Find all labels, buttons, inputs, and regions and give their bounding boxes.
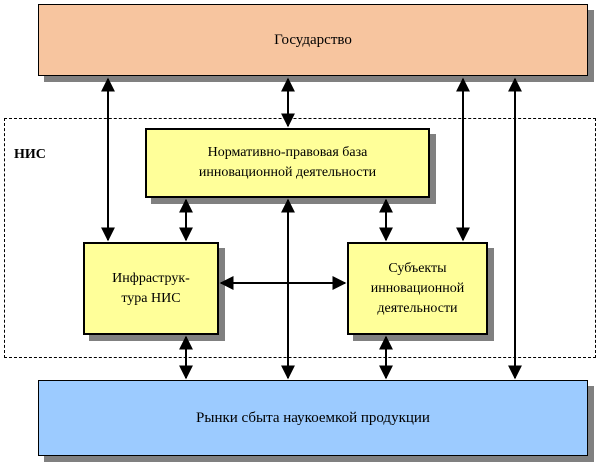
state-node: Государство — [38, 4, 588, 76]
normative-label: Нормативно-правовая база инновационной д… — [198, 145, 377, 180]
nis-label: НИС — [14, 147, 46, 162]
market-label: Рынки сбыта наукоемкой продукции — [196, 409, 430, 426]
infrastructure-node: Инфраструк- тура НИС — [83, 242, 219, 335]
subjects-node: Субъекты инновационной деятельности — [347, 242, 488, 335]
state-label: Государство — [274, 31, 352, 48]
nis-frame — [4, 118, 596, 358]
infrastructure-label: Инфраструк- тура НИС — [112, 270, 190, 306]
normative-node: Нормативно-правовая база инновационной д… — [145, 128, 430, 198]
market-node: Рынки сбыта наукоемкой продукции — [38, 380, 588, 456]
subjects-label: Субъекты инновационной деятельности — [370, 260, 465, 316]
